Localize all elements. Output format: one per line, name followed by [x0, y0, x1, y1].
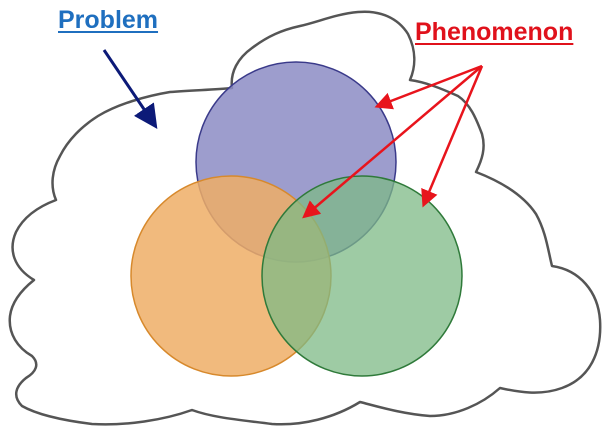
arrow-icon — [374, 64, 483, 110]
phenomenon-label: Phenomenon — [415, 18, 574, 46]
arrow-down-right-icon — [102, 49, 158, 129]
problem-label: Problem — [58, 6, 159, 34]
arrow-icon — [302, 65, 483, 219]
circle-green — [261, 175, 463, 377]
phenomenon-arrows — [302, 64, 484, 219]
arrow-icon — [421, 65, 484, 208]
